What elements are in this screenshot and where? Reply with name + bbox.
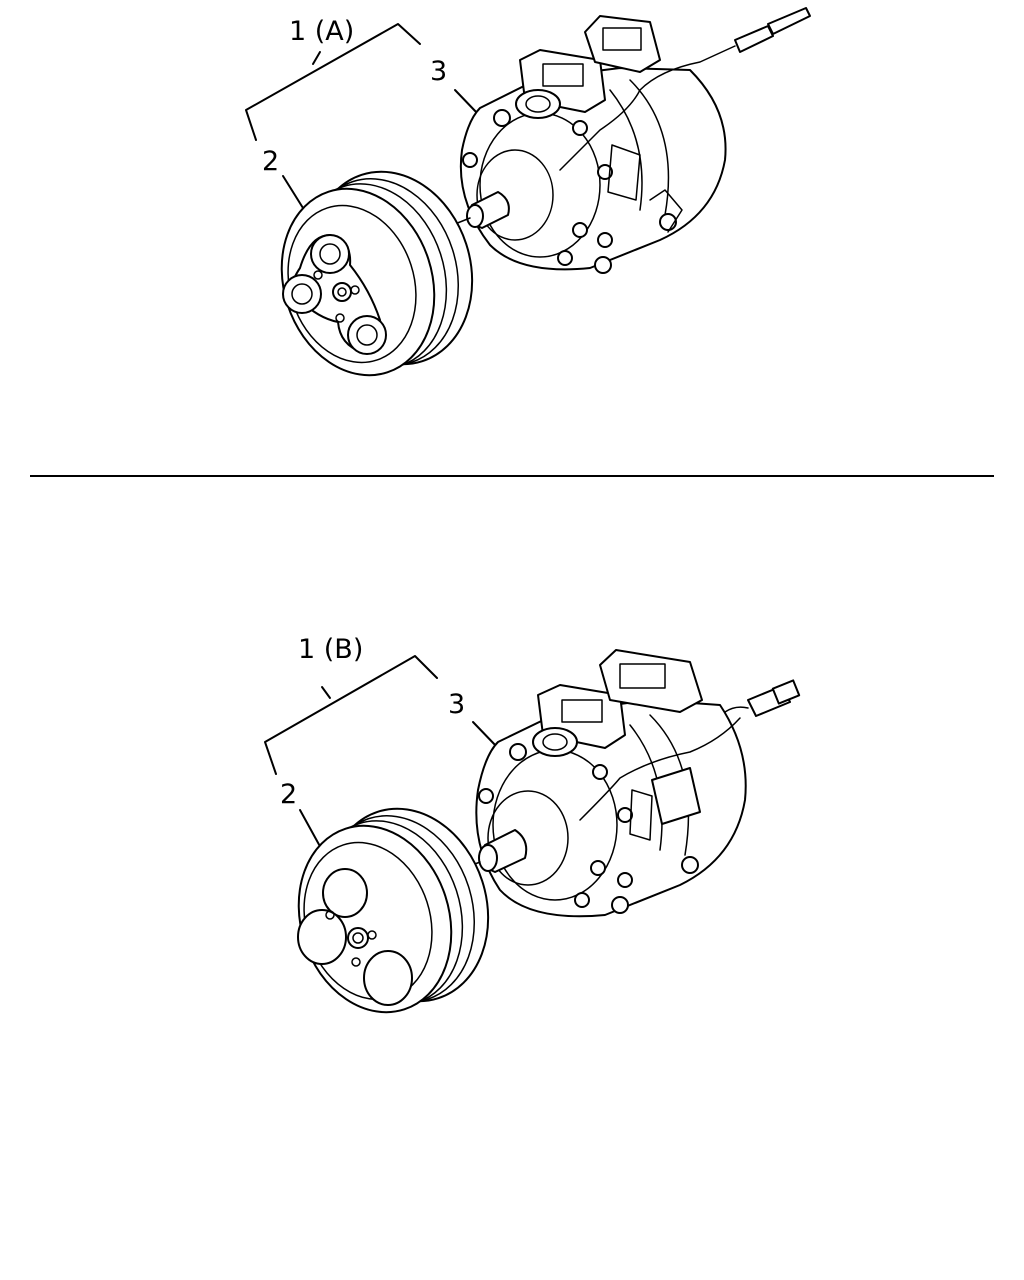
clutch-pulley-b <box>297 807 490 1014</box>
assembly-b-bracket <box>264 655 438 775</box>
assembly-a-bracket <box>245 23 421 141</box>
assembly-b-clutch-label: 2 <box>280 779 297 810</box>
assembly-a-compressor-label: 3 <box>430 56 447 87</box>
assembly-a-clutch-label: 2 <box>262 146 279 177</box>
assembly-a-clutch-leader <box>282 175 304 209</box>
clutch-pulley-a <box>280 170 474 377</box>
assembly-a-compressor-leader <box>454 89 479 115</box>
assembly-a-bracket-tick <box>312 51 321 65</box>
assembly-b-label: 1 (B) <box>298 634 363 665</box>
assembly-a: 1 (A) 3 2 <box>245 7 811 377</box>
assembly-b-compressor-leader <box>472 721 499 749</box>
assembly-b-clutch-leader <box>299 809 323 851</box>
assembly-b: 1 (B) 3 2 <box>264 634 801 1014</box>
compressor-b <box>464 649 801 918</box>
assembly-b-bracket-tick <box>321 686 331 699</box>
assembly-b-compressor-label: 3 <box>448 689 465 720</box>
compressor-a <box>439 7 811 274</box>
assembly-a-label: 1 (A) <box>289 16 354 47</box>
